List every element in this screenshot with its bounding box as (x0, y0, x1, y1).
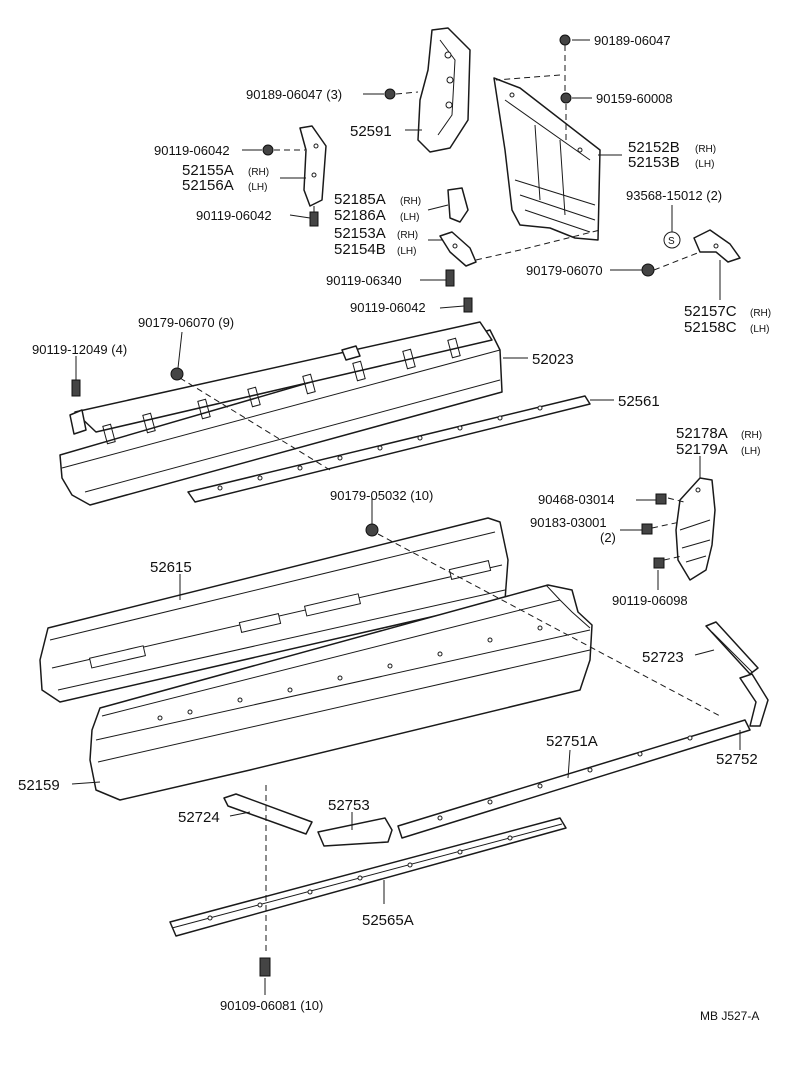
label-90189-06047: 90189-06047 (594, 33, 671, 48)
label-52179a: 52179A (676, 441, 728, 458)
nut-90159-60008 (560, 92, 572, 104)
label-52159: 52159 (18, 777, 60, 794)
molding-52724 (223, 793, 313, 835)
labels: 90189-06047 90159-60008 90189-06047 (3) … (18, 33, 771, 1023)
nut-90179-06070-9 (170, 367, 184, 381)
label-90119-06042-b: 90119-06042 (196, 208, 272, 223)
label-52152b-side: (RH) (695, 144, 716, 155)
label-52158c: 52158C (684, 319, 737, 336)
label-52178a-side: (RH) (741, 430, 762, 441)
label-52152b: 52152B (628, 139, 680, 156)
label-90159-60008: 90159-60008 (596, 91, 673, 106)
label-52153b: 52153B (628, 154, 680, 171)
drawing-code: MB J527-A (700, 1009, 759, 1023)
label-90119-06098: 90119-06098 (612, 593, 688, 608)
label-52185a-side: (RH) (400, 196, 421, 207)
label-52752: 52752 (716, 751, 758, 768)
bumper-cover-52159 (89, 584, 593, 801)
bracket-52591 (417, 27, 471, 153)
svg-text:S: S (668, 236, 675, 247)
molding-52723 (705, 621, 759, 675)
molding-52753 (317, 817, 393, 847)
label-52158c-side: (LH) (750, 324, 769, 335)
label-90183-03001-qty: (2) (600, 530, 616, 545)
molding-52752 (739, 673, 769, 727)
bolt-90119-06340 (445, 269, 455, 287)
label-52723: 52723 (642, 649, 684, 666)
nut-90179-05032 (365, 523, 379, 537)
bolt-90119-06098 (653, 557, 665, 569)
molding-52751a (397, 719, 751, 839)
nut-90183-03001 (641, 523, 653, 535)
label-52156a: 52156A (182, 177, 234, 194)
label-90109-06081: 90109-06081 (10) (220, 998, 323, 1013)
bracket-52153a (439, 231, 477, 267)
support-52178a (675, 477, 716, 581)
label-52186a-side: (LH) (400, 212, 419, 223)
label-90183-03001: 90183-03001 (530, 515, 607, 530)
absorber-52615 (39, 517, 509, 703)
leader-lines (71, 39, 741, 995)
bolt-90119-12049 (71, 379, 81, 397)
label-90119-12049: 90119-12049 (4) (32, 342, 127, 357)
label-52153a-side: (RH) (397, 230, 418, 241)
label-52153b-side: (LH) (695, 159, 714, 170)
clip-90468-03014 (655, 493, 667, 505)
assembly-lines (179, 45, 721, 955)
label-52591: 52591 (350, 123, 392, 140)
label-52153a: 52153A (334, 225, 386, 242)
label-52753: 52753 (328, 797, 370, 814)
bolt-90119-06042-b (309, 211, 319, 227)
label-52561: 52561 (618, 393, 660, 410)
label-52185a: 52185A (334, 191, 386, 208)
label-90119-06042-c: 90119-06042 (350, 300, 426, 315)
label-52615: 52615 (150, 559, 192, 576)
label-52155a: 52155A (182, 162, 234, 179)
label-90189-06047-qty: 90189-06047 (3) (246, 87, 342, 102)
label-52157c-side: (RH) (750, 308, 771, 319)
reinforcement-52023 (59, 321, 503, 506)
bolt-90119-06042-a (262, 144, 274, 156)
label-90179-06070-qty: 90179-06070 (9) (138, 315, 234, 330)
label-52565a: 52565A (362, 912, 414, 929)
label-93568-15012: 93568-15012 (2) (626, 188, 722, 203)
label-52186a: 52186A (334, 207, 386, 224)
support-52565a (169, 817, 567, 937)
label-90119-06340: 90119-06340 (326, 273, 402, 288)
label-90468-03014: 90468-03014 (538, 492, 615, 507)
bolt-90109-06081 (259, 957, 271, 977)
label-52155a-side: (RH) (248, 167, 269, 178)
clip-52185a (447, 187, 469, 223)
label-90179-05032: 90179-05032 (10) (330, 488, 433, 503)
clip-93568-15012: S (663, 231, 681, 249)
label-90119-06042-a: 90119-06042 (154, 143, 230, 158)
label-52154b-side: (LH) (397, 246, 416, 257)
label-52179a-side: (LH) (741, 446, 760, 457)
bracket-52157c (693, 229, 741, 263)
label-52724: 52724 (178, 809, 220, 826)
nut-90179-06070-r (641, 263, 655, 277)
clip-90189-06047-left (384, 88, 396, 100)
label-52751a: 52751A (546, 733, 598, 750)
label-90179-06070: 90179-06070 (526, 263, 603, 278)
label-52023: 52023 (532, 351, 574, 368)
label-52178a: 52178A (676, 425, 728, 442)
bolt-90119-06042-c (463, 297, 473, 313)
label-52157c: 52157C (684, 303, 737, 320)
label-52156a-side: (LH) (248, 182, 267, 193)
side-bracket-52152b (493, 77, 601, 241)
clip-90189-06047-top (559, 34, 571, 46)
bracket-52155a (299, 125, 327, 207)
hardware: S (71, 34, 681, 977)
label-52154b: 52154B (334, 241, 386, 258)
retainer-52561 (187, 395, 591, 503)
